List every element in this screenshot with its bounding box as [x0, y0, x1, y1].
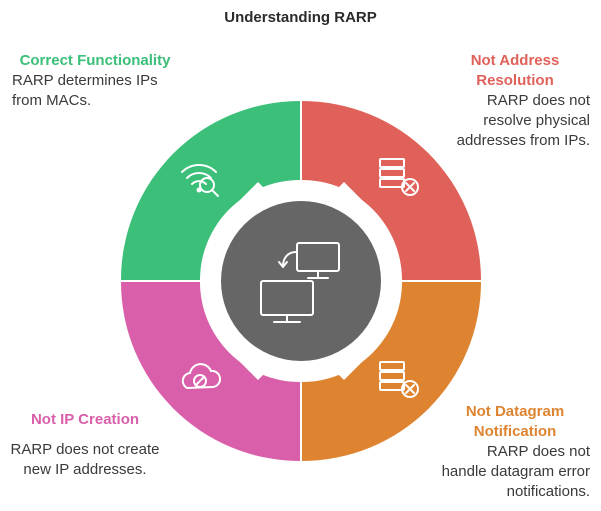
cloud-blocked-icon: [181, 363, 222, 390]
diagram-title: Understanding RARP: [224, 9, 377, 26]
text-not-ip-creation: RARP does not create new IP addresses.: [10, 441, 160, 478]
server-x-icon: [379, 361, 419, 398]
label-not-ip-creation: Not IP Creation RARP does not create new…: [10, 410, 160, 480]
label-not-address-resolution: Not Address Resolution RARP does not res…: [440, 51, 590, 151]
heading-not-ip-creation: Not IP Creation: [30, 411, 140, 428]
text-correct-functionality: RARP determines IPs from MACs.: [12, 72, 158, 109]
wifi-search-icon: [181, 163, 219, 197]
label-not-datagram-notification: Not Datagram Notification RARP does not …: [440, 402, 590, 502]
heading-not-datagram-notification: Not Datagram Notification: [465, 403, 565, 440]
text-not-address-resolution: RARP does not resolve physical addresses…: [456, 92, 590, 149]
text-not-datagram-notification: RARP does not handle datagram error noti…: [441, 443, 590, 500]
segment-not-address-resolution: [302, 101, 481, 280]
label-correct-functionality: Correct Functionality RARP determines IP…: [10, 51, 180, 111]
heading-not-address-resolution: Not Address Resolution: [470, 52, 560, 89]
computers-transfer-icon: [260, 242, 340, 323]
server-x-icon: [379, 158, 419, 196]
heading-correct-functionality: Correct Functionality: [19, 52, 171, 69]
